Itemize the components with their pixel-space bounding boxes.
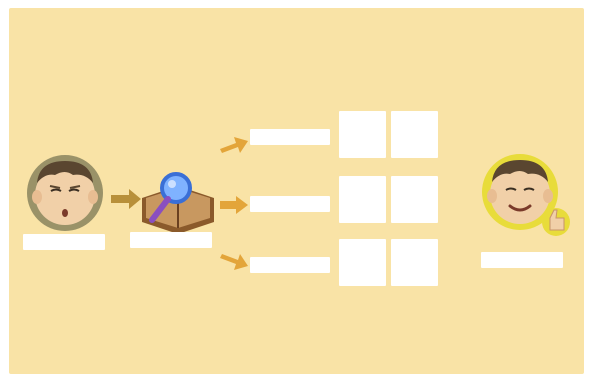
- arrow-right-icon: [111, 189, 141, 209]
- result-box: [339, 111, 386, 158]
- start-label: [23, 234, 105, 250]
- branch-label: [250, 257, 330, 273]
- arrow-right-icon: [220, 252, 248, 272]
- result-box: [339, 176, 386, 223]
- arrow-right-icon: [220, 135, 248, 155]
- sad-boy-face-icon: [25, 153, 105, 233]
- result-box: [391, 111, 438, 158]
- arrow-right-icon: [220, 196, 248, 214]
- book-magnifier-icon: [138, 168, 218, 238]
- happy-boy-thumbs-up-icon: [480, 152, 576, 242]
- process-label: [130, 232, 212, 248]
- result-box: [391, 239, 438, 286]
- result-box: [339, 239, 386, 286]
- result-box: [391, 176, 438, 223]
- branch-label: [250, 129, 330, 145]
- end-label: [481, 252, 563, 268]
- branch-label: [250, 196, 330, 212]
